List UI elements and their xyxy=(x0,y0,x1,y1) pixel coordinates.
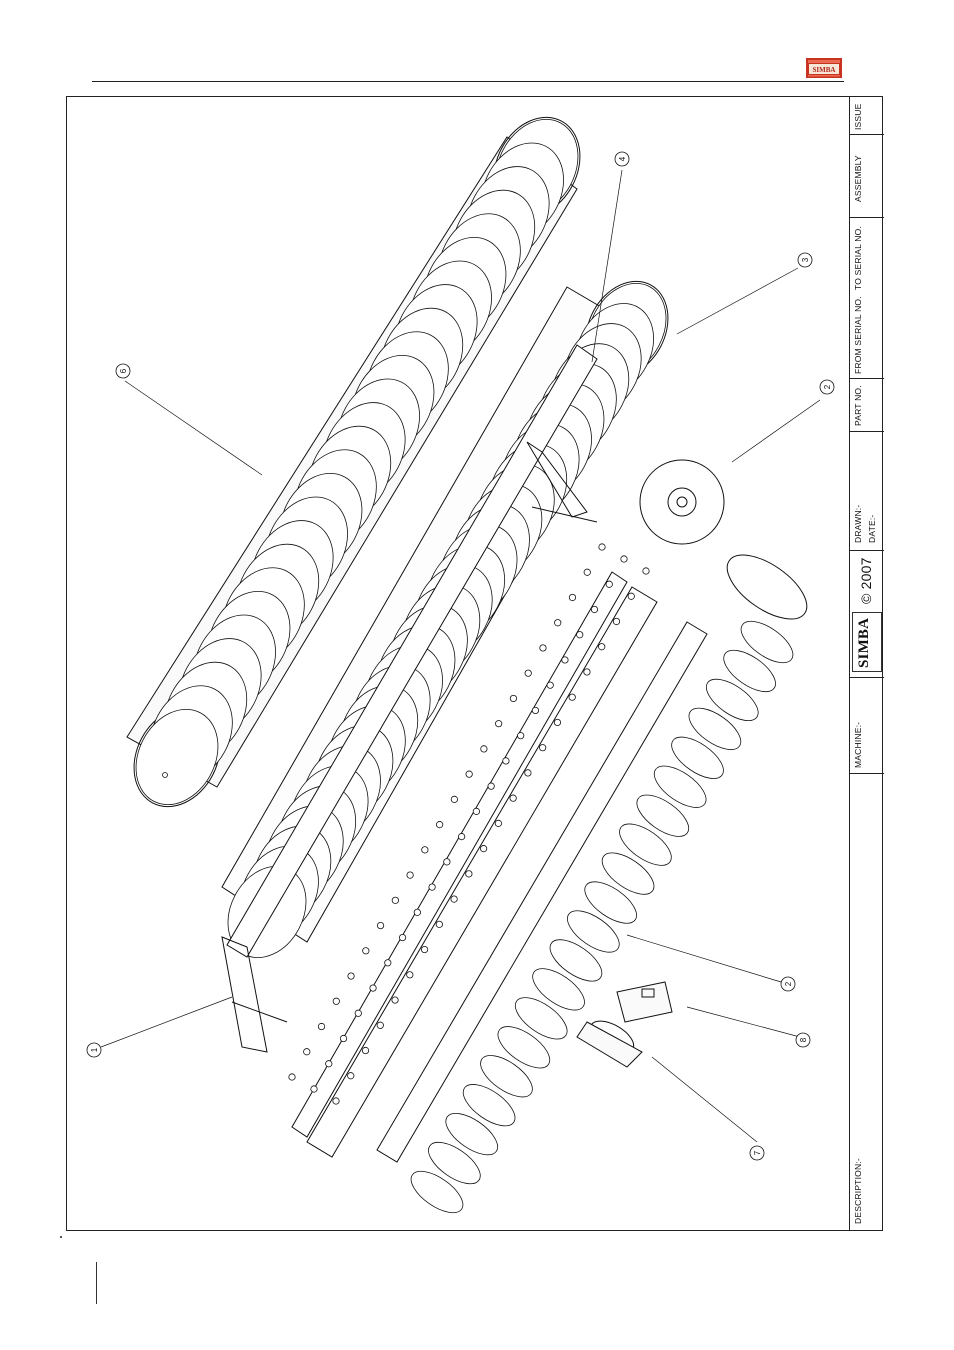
hub-assembly xyxy=(577,1015,642,1067)
machine-label: MACHINE:- xyxy=(853,722,863,768)
spares-box xyxy=(617,982,672,1022)
page-dot-mark xyxy=(60,1236,62,1238)
title-block: ISSUE ASSEMBLY TO SERIAL NO. FROM SERIAL… xyxy=(849,96,883,1231)
callout-4-number: 4 xyxy=(618,156,627,161)
callout-2-lower-number: 2 xyxy=(784,981,793,986)
callout-7-number: 7 xyxy=(753,1150,762,1155)
simba-title-logo: SIMBA xyxy=(856,618,873,668)
assembly-label: ASSEMBLY xyxy=(853,155,863,202)
callout-8: 8 xyxy=(796,1033,810,1047)
page-margin-mark xyxy=(96,1262,97,1304)
to-serial-label: TO SERIAL NO. xyxy=(853,226,863,290)
callout-2-lower: 2 xyxy=(781,977,795,991)
brand-logo-text: SIMBA xyxy=(813,66,836,74)
copyright-text: © 2007 xyxy=(858,557,874,604)
part-no-label: PART NO. xyxy=(853,385,863,426)
callout-8-number: 8 xyxy=(799,1037,808,1042)
issue-label: ISSUE xyxy=(853,103,863,130)
simba-brand-logo: SIMBA xyxy=(806,58,842,78)
callout-6: 6 xyxy=(116,364,130,378)
callout-2-upper: 2 xyxy=(820,380,834,394)
callout-1-number: 1 xyxy=(90,1047,99,1052)
callout-4: 4 xyxy=(615,152,629,166)
callout-2-upper-number: 2 xyxy=(823,384,832,389)
callout-3: 3 xyxy=(798,253,812,267)
description-label: DESCRIPTION:- xyxy=(853,1158,863,1224)
callout-1: 1 xyxy=(87,1043,101,1057)
disc-blade-detail xyxy=(640,460,817,631)
header-rule xyxy=(92,81,844,82)
date-label: DATE:- xyxy=(867,515,877,543)
callout-3-number: 3 xyxy=(801,257,810,262)
callout-6-number: 6 xyxy=(119,368,128,373)
exploded-assembly-drawing: 1 2 2 3 4 6 7 8 xyxy=(67,97,848,1230)
callout-7: 7 xyxy=(750,1146,764,1160)
drawn-label: DRAWN:- xyxy=(853,505,863,543)
from-serial-label: FROM SERIAL NO. xyxy=(853,296,863,374)
